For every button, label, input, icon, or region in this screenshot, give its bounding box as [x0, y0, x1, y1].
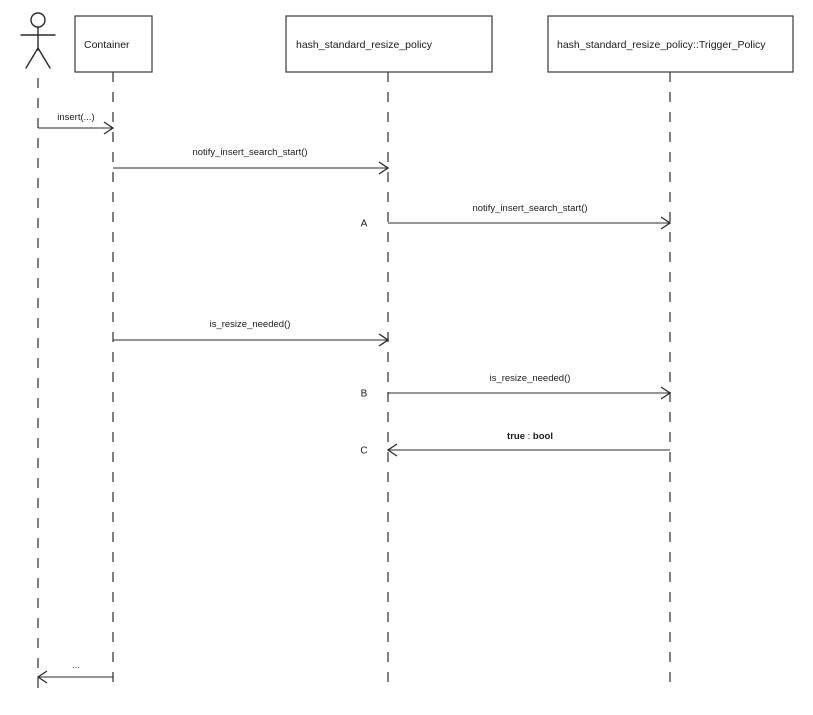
message-label-resize-1: is_resize_needed()	[210, 319, 291, 330]
message-label-return-bool: true : bool	[507, 431, 553, 442]
message-arrowhead-notify-1	[378, 161, 390, 175]
participant-box-trigger-policy[interactable]: hash_standard_resize_policy::Trigger_Pol…	[547, 15, 794, 73]
message-final-return[interactable]: ...	[36, 660, 113, 684]
return-separator-text: :	[528, 431, 533, 442]
message-arrowhead-notify-2	[660, 216, 672, 230]
participant-label-container: Container	[84, 39, 130, 51]
participant-box-rect-trigger-policy	[547, 15, 794, 73]
participant-box-rect-container	[74, 15, 153, 73]
participant-label-resize-policy: hash_standard_resize_policy	[296, 39, 433, 51]
message-label-insert: insert(...)	[57, 112, 94, 123]
message-notify-insert-search-start-1[interactable]: notify_insert_search_start()	[113, 147, 390, 175]
lifelines-group	[37, 72, 671, 690]
participant-box-rect-resize-policy	[285, 15, 493, 73]
step-marker-b: B	[361, 389, 368, 400]
return-type-text: bool	[533, 431, 553, 442]
participant-box-container[interactable]: Container	[74, 15, 153, 73]
message-label-resize-2: is_resize_needed()	[490, 373, 571, 384]
actor-right-leg-line	[37, 47, 51, 69]
message-label-notify-2: notify_insert_search_start()	[472, 203, 587, 214]
actor-figure	[20, 12, 56, 69]
message-is-resize-needed-2[interactable]: is_resize_needed() B	[361, 373, 672, 400]
message-label-final-return: ...	[72, 660, 80, 671]
step-marker-c: C	[360, 446, 367, 457]
actor-left-leg-line	[25, 47, 39, 69]
message-arrowhead-resize-2	[660, 386, 672, 400]
message-arrowhead-insert	[103, 121, 115, 135]
message-arrowhead-resize-1	[378, 333, 390, 347]
participant-label-trigger-policy: hash_standard_resize_policy::Trigger_Pol…	[557, 39, 766, 51]
message-return-true-bool[interactable]: true : bool C	[360, 431, 670, 457]
message-is-resize-needed-1[interactable]: is_resize_needed()	[113, 319, 390, 347]
message-arrowhead-final-return	[36, 670, 48, 684]
message-insert[interactable]: insert(...)	[38, 112, 115, 135]
message-notify-insert-search-start-2[interactable]: notify_insert_search_start() A	[361, 203, 672, 230]
return-value-text: true	[507, 431, 525, 442]
message-label-notify-1: notify_insert_search_start()	[192, 147, 307, 158]
step-marker-a: A	[361, 219, 368, 230]
message-arrowhead-return-bool	[386, 443, 398, 457]
participant-box-resize-policy[interactable]: hash_standard_resize_policy	[285, 15, 493, 73]
actor-head-icon	[30, 12, 46, 28]
